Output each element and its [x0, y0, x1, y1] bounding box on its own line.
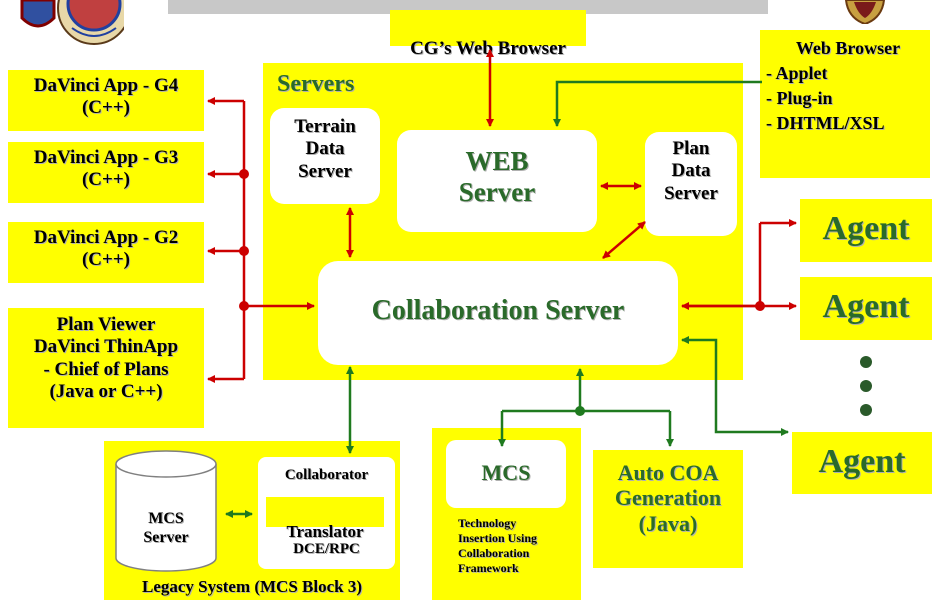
- agent-label: Agent: [822, 210, 910, 247]
- translator-box: Translator: [266, 497, 384, 541]
- app-label-g4: DaVinci App - G4 (C++): [33, 75, 179, 119]
- title-bar: [168, 0, 768, 14]
- right-logo-icon: [842, 0, 888, 26]
- app-box-g3: DaVinci App - G3 (C++): [8, 142, 204, 203]
- app-label-g2: DaVinci App - G2 (C++): [33, 227, 179, 271]
- web-browser-item: - Plug-in: [766, 88, 833, 109]
- collaborator-label: Collaborator: [284, 467, 369, 483]
- junction-dot: [239, 301, 249, 311]
- mcs-caption: Technology Insertion Using Collaboration…: [458, 516, 538, 575]
- agent-label: Agent: [818, 443, 906, 480]
- mcs-server-label: MCS Server: [143, 510, 189, 546]
- plan-viewer-box: Plan Viewer DaVinci ThinApp - Chief of P…: [8, 308, 204, 428]
- agent-label: Agent: [822, 288, 910, 325]
- arrow-collab-agent-3: [681, 336, 789, 436]
- dce-rpc-label: DCE/RPC: [293, 541, 360, 557]
- collaboration-server: Collaboration Server: [318, 261, 678, 365]
- junction-dot: [575, 406, 585, 416]
- web-browser-title: Web Browser: [795, 38, 901, 58]
- auto-coa-label: Auto COA Generation (Java): [614, 460, 722, 536]
- agent-box: Agent: [800, 199, 932, 262]
- ellipsis-dot-icon: [860, 356, 872, 368]
- legacy-system-caption: Legacy System (MCS Block 3): [141, 577, 363, 596]
- app-box-g4: DaVinci App - G4 (C++): [8, 70, 204, 131]
- servers-title: Servers: [277, 71, 355, 97]
- junction-dot: [239, 169, 249, 179]
- junction-dot: [755, 301, 765, 311]
- arrow-browser-web: [553, 80, 762, 127]
- web-server-label: WEB Server: [458, 146, 536, 208]
- collaborator-box: Collaborator Translator DCE/RPC: [258, 457, 395, 569]
- web-browser-item: - DHTML/XSL: [766, 113, 885, 134]
- plan-data-server: Plan Data Server: [645, 132, 737, 236]
- translator-label: Translator: [286, 522, 364, 542]
- web-browser-box: Web Browser - Applet - Plug-in - DHTML/X…: [760, 30, 930, 178]
- agent-box: Agent: [792, 432, 932, 494]
- app-label-g3: DaVinci App - G3 (C++): [33, 147, 179, 191]
- terrain-data-server-label: Terrain Data Server: [294, 116, 356, 182]
- agent-box: Agent: [800, 277, 932, 340]
- auto-coa-box: Auto COA Generation (Java): [593, 450, 743, 568]
- plan-viewer-label: Plan Viewer DaVinci ThinApp - Chief of P…: [33, 314, 179, 403]
- app-box-g2: DaVinci App - G2 (C++): [8, 222, 204, 283]
- left-logo-icon: [14, 0, 131, 46]
- mcs-inner-box: MCS: [446, 440, 566, 508]
- ellipsis-dot-icon: [860, 404, 872, 416]
- mcs-insertion-box: MCS Technology Insertion Using Collabora…: [432, 428, 581, 600]
- collaboration-server-label: Collaboration Server: [371, 295, 625, 326]
- terrain-data-server: Terrain Data Server: [270, 108, 380, 204]
- cg-web-browser-label: CG’s Web Browser: [410, 38, 566, 60]
- ellipsis-dot-icon: [860, 380, 872, 392]
- arrow-plan-collab: [602, 221, 646, 259]
- mcs-server-cylinder: MCS Server: [112, 450, 220, 574]
- cg-web-browser-box: CG’s Web Browser: [390, 10, 586, 59]
- junction-dot: [239, 246, 249, 256]
- web-browser-item: - Applet: [766, 63, 828, 84]
- web-server: WEB Server: [397, 130, 597, 232]
- mcs-title: MCS: [481, 460, 531, 485]
- plan-data-server-label: Plan Data Server: [664, 138, 718, 204]
